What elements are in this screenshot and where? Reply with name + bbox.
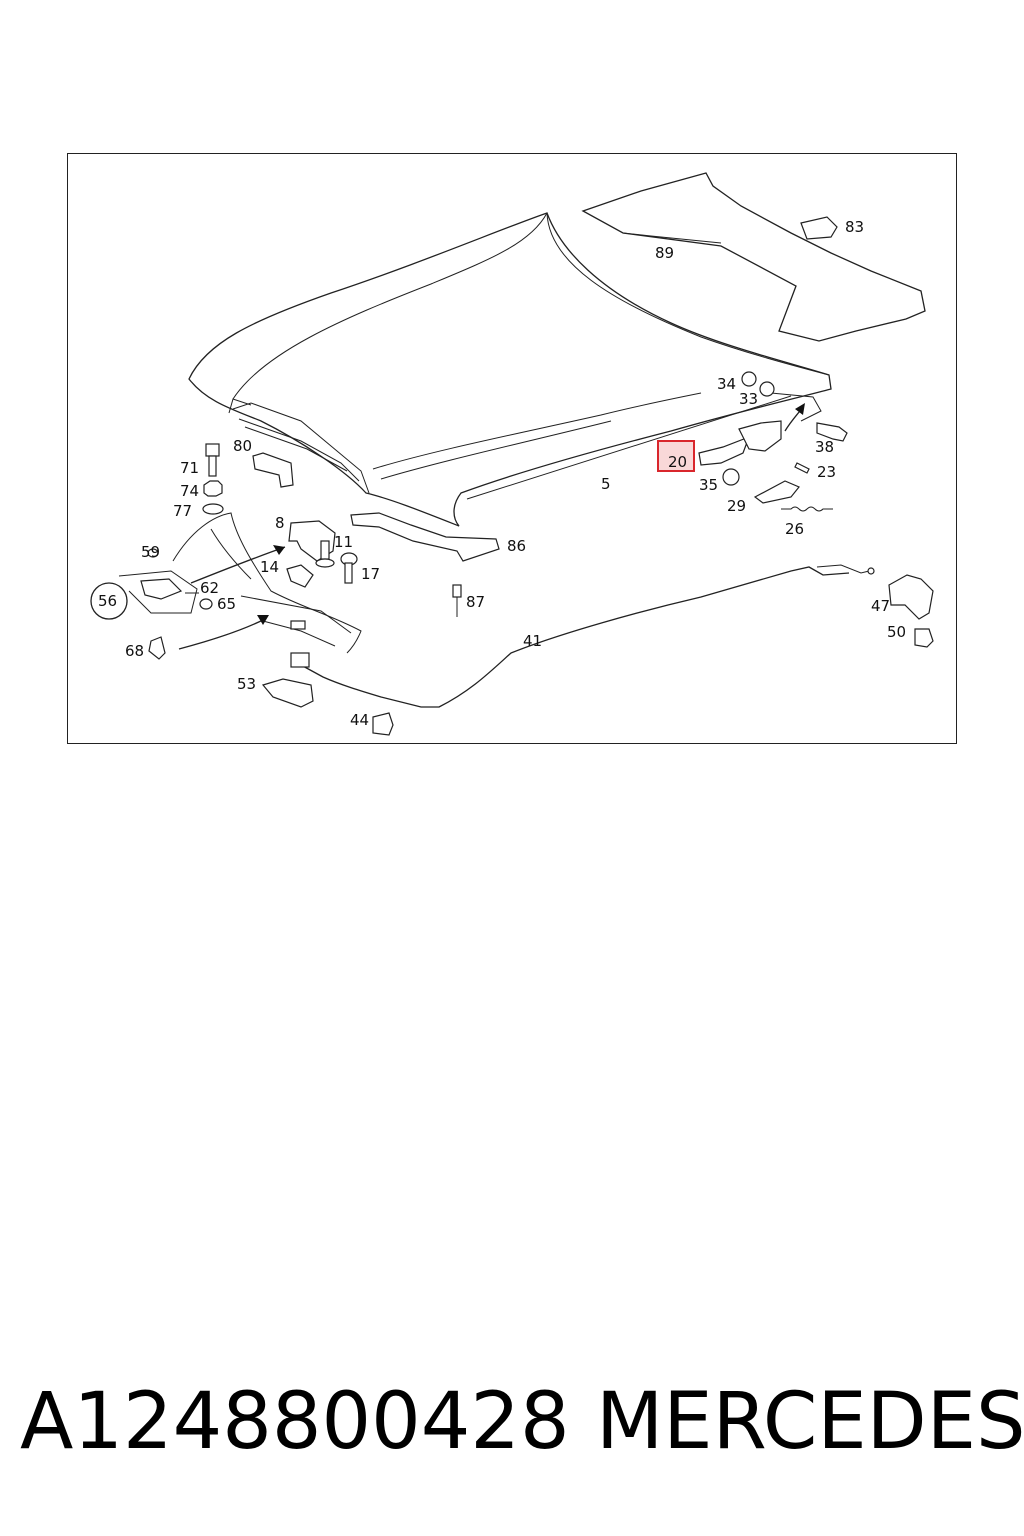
trim-strip-86	[350, 512, 500, 562]
callout-50: 50	[887, 623, 906, 641]
part-number: A1248800428	[20, 1377, 570, 1467]
hinge-bracket-20	[698, 435, 751, 466]
release-handle	[261, 678, 314, 708]
hood-latch-47	[888, 574, 934, 620]
hood-parts-diagram: 83 89 34 33 38 23 20 35 29 26 5 80 71 74…	[90, 172, 934, 736]
callout-68: 68	[125, 642, 144, 660]
callout-89: 89	[655, 244, 674, 262]
highlight-box	[657, 440, 695, 472]
callout-circle-56	[90, 582, 128, 620]
callout-65: 65	[217, 595, 236, 613]
parts-diagram-frame: 83 89 34 33 38 23 20 35 29 26 5 80 71 74…	[67, 153, 957, 744]
callout-26: 26	[785, 520, 804, 538]
callout-56: 56	[98, 592, 117, 610]
callout-33: 33	[739, 390, 758, 408]
callout-41: 41	[523, 632, 542, 650]
callout-80: 80	[233, 437, 252, 455]
callout-77: 77	[173, 502, 192, 520]
callout-53: 53	[237, 675, 256, 693]
callout-20: 20	[668, 453, 687, 471]
callout-35: 35	[699, 476, 718, 494]
bracket-80	[252, 452, 294, 488]
callout-47: 47	[871, 597, 890, 615]
callout-5: 5	[601, 475, 611, 493]
hood-panel	[188, 212, 832, 527]
callout-38: 38	[815, 438, 834, 456]
callout-23: 23	[817, 463, 836, 481]
callout-44: 44	[350, 711, 369, 729]
callout-11: 11	[334, 533, 353, 551]
brand-name: MERCEDES	[596, 1377, 1024, 1467]
callout-74: 74	[180, 482, 199, 500]
callout-86: 86	[507, 537, 526, 555]
callout-8: 8	[275, 514, 285, 532]
insulation-pad	[581, 172, 926, 342]
callout-59: 59	[141, 543, 160, 561]
release-cable	[300, 566, 850, 708]
callout-83: 83	[845, 218, 864, 236]
callout-14: 14	[260, 558, 279, 576]
callout-87: 87	[466, 593, 485, 611]
callout-17: 17	[361, 565, 380, 583]
callout-71: 71	[180, 459, 199, 477]
callout-34: 34	[717, 375, 736, 393]
callout-62: 62	[200, 579, 219, 597]
callout-29: 29	[727, 497, 746, 515]
